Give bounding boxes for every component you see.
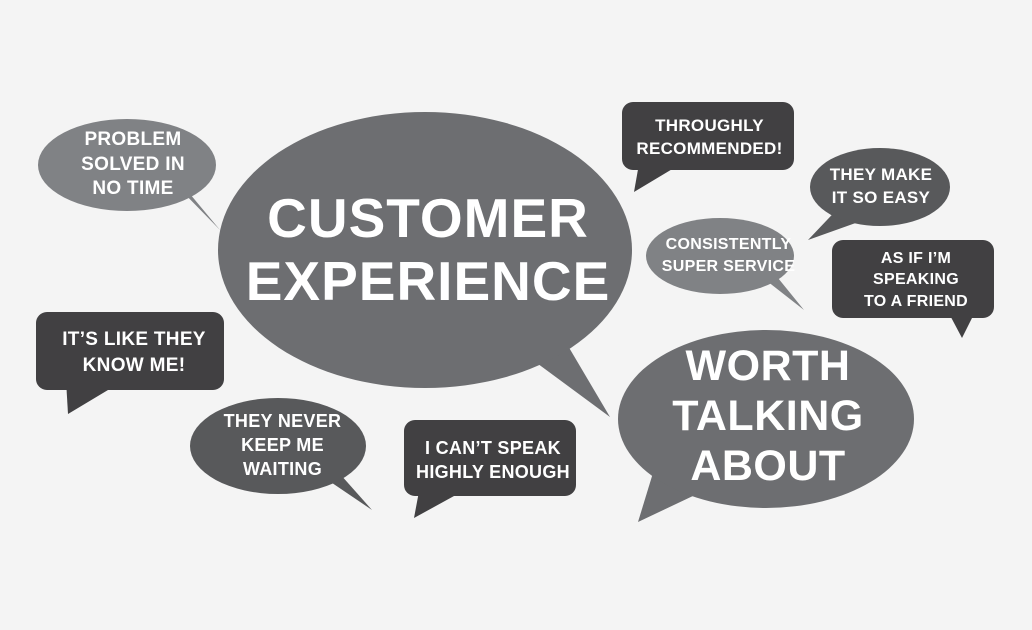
speech-bubble-cant-speak-highly-enough[interactable]: I CAN’T SPEAK HIGHLY ENOUGH	[404, 420, 582, 520]
bubble-body-as-if-speaking-to-a-friend	[832, 240, 994, 318]
bubble-body-cant-speak-highly-enough	[404, 420, 576, 496]
speech-bubble-worth-talking-about[interactable]: WORTH TALKING ABOUT	[618, 330, 918, 530]
bubble-body-customer-experience	[218, 112, 632, 388]
speech-bubble-consistently-super-service[interactable]: CONSISTENTLY SUPER SERVICE	[646, 218, 811, 316]
speech-bubble-problem-solved[interactable]: PROBLEM SOLVED IN NO TIME	[38, 112, 228, 232]
bubble-body-worth-talking-about	[618, 330, 914, 508]
speech-bubble-customer-experience[interactable]: CUSTOMER EXPERIENCE	[218, 112, 638, 422]
speech-bubble-they-never-keep-me-waiting[interactable]: THEY NEVER KEEP ME WAITING	[190, 398, 375, 516]
speech-bubble-throughly-recommended[interactable]: THROUGHLY RECOMMENDED!	[622, 102, 797, 194]
speech-bubble-as-if-speaking-to-a-friend[interactable]: AS IF I’M SPEAKING TO A FRIEND	[832, 240, 1000, 342]
speech-bubble-they-make-it-so-easy[interactable]: THEY MAKE IT SO EASY	[806, 148, 956, 248]
bubble-body-they-make-it-so-easy	[810, 148, 950, 226]
bubble-body-problem-solved	[38, 119, 216, 211]
bubble-body-they-never-keep-me-waiting	[190, 398, 366, 494]
bubble-body-its-like-they-know-me	[36, 312, 224, 390]
bubble-body-consistently-super-service	[646, 218, 794, 294]
bubble-body-throughly-recommended	[622, 102, 794, 170]
